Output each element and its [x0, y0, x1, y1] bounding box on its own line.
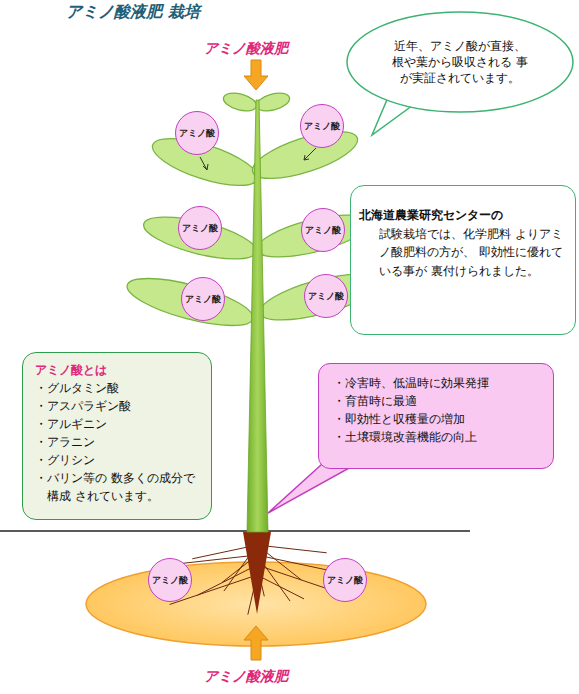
node-text: アミノ酸 — [185, 293, 221, 306]
list-item: ・土壌環境改善機能の向上 — [333, 428, 545, 446]
list-item: ・グリシン — [35, 451, 203, 469]
list-item: ・即効性と収穫量の増加 — [333, 410, 545, 428]
node-text: アミノ酸 — [182, 222, 218, 235]
research-box: 北海道農業研究センターの試験栽培では、化学肥料 よりアミノ酸肥料の方が、 即効性… — [350, 185, 576, 335]
fertilizer-label: アミノ酸液肥 — [204, 40, 288, 58]
node-text: アミノ酸 — [305, 224, 341, 237]
list-item: ・バリン等の 数多くの成分で構成 されています。 — [35, 469, 203, 505]
amino-circle: アミノ酸 — [323, 558, 367, 602]
amino-circle: アミノ酸 — [301, 208, 345, 252]
list-item: ・アスパラギン酸 — [35, 397, 203, 415]
list-heading: アミノ酸とは — [35, 361, 203, 379]
ground-line — [0, 530, 470, 532]
effect-box: ・冷害時、低温時に効果発揮・育苗時に最適・即効性と収穫量の増加・土壌環境改善機能… — [318, 363, 554, 469]
amino-circle: アミノ酸 — [148, 558, 192, 602]
amino-circle: アミノ酸 — [178, 206, 222, 250]
node-text: アミノ酸 — [327, 574, 363, 587]
diagram-title: アミノ酸液肥 栽培 — [66, 2, 200, 23]
tap-root — [243, 532, 271, 614]
fertilizer-label: アミノ酸液肥 — [204, 668, 288, 686]
list-item: ・冷害時、低温時に効果発揮 — [333, 374, 545, 392]
node-text: アミノ酸 — [308, 290, 344, 303]
node-text: アミノ酸 — [152, 574, 188, 587]
list-item: ・アルギニン — [35, 415, 203, 433]
absorb-arrows — [200, 148, 316, 170]
down-arrow — [244, 60, 268, 90]
list-item: ・アラニン — [35, 433, 203, 451]
amino-list-box: アミノ酸とは・グルタミン酸・アスパラギン酸・アルギニン・アラニン・グリシン・バリ… — [22, 352, 212, 520]
node-text: 近年、アミノ酸が直接、 根や葉から吸収される 事が実証されています。 — [389, 38, 531, 87]
list-item: ・グルタミン酸 — [35, 379, 203, 397]
amino-circle: アミノ酸 — [304, 274, 348, 318]
box-heading: 北海道農業研究センターの — [359, 206, 565, 225]
stem — [247, 100, 268, 532]
up-arrow — [244, 626, 268, 660]
node-text: アミノ酸 — [304, 120, 340, 133]
list-item: ・育苗時に最適 — [333, 392, 545, 410]
node-text: 試験栽培では、化学肥料 よりアミノ酸肥料の方が、 即効性に優れている事が 裏付け… — [365, 225, 565, 281]
amino-circle: アミノ酸 — [300, 104, 344, 148]
node-text: アミノ酸 — [179, 127, 215, 140]
amino-circle: アミノ酸 — [181, 277, 225, 321]
amino-circle: アミノ酸 — [175, 111, 219, 155]
speech-bubble: 近年、アミノ酸が直接、 根や葉から吸収される 事が実証されています。 — [345, 10, 575, 114]
